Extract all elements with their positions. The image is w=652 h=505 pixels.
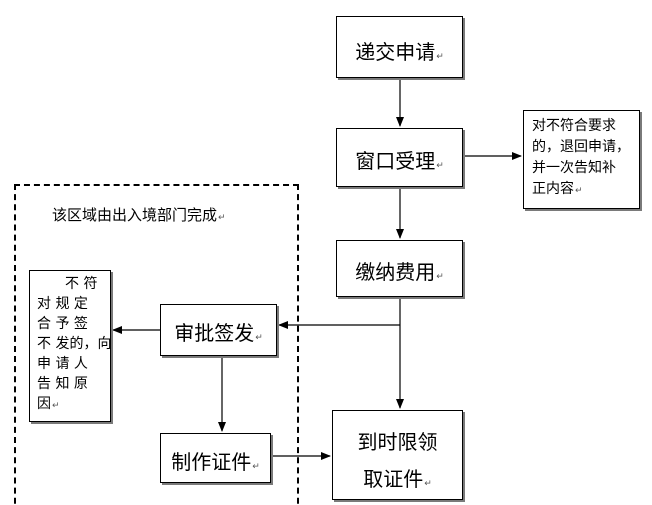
rejection-note-box: 对不符合要求 的，退回申请， 并一次告知补 正内容↵: [523, 110, 640, 209]
make-certificate-box: 制作证件↵: [160, 433, 271, 483]
submit-application-label: 递交申请↵: [355, 40, 444, 64]
window-acceptance-box: 窗口受理↵: [336, 128, 463, 187]
rejection-note-text: 对不符合要求 的，退回申请， 并一次告知补 正内容↵: [532, 118, 630, 197]
approve-issue-box: 审批签发↵: [160, 304, 277, 356]
region-label: 该区域由出入境部门完成↵: [52, 206, 226, 224]
collect-certificate-box: 到时限领 取证件↵: [332, 410, 463, 500]
submit-application-box: 递交申请↵: [336, 16, 463, 78]
make-certificate-label: 制作证件↵: [171, 450, 260, 474]
window-acceptance-label: 窗口受理↵: [355, 149, 444, 173]
collect-certificate-label-line1: 到时限领: [357, 430, 438, 454]
pay-fee-label: 缴纳费用↵: [355, 260, 444, 284]
exit-entry-department-region: [14, 184, 299, 505]
not-approved-note-box: 不 符 对 规 定 合 予 签 不 发的，向 申 请 人 告 知 原 因↵: [29, 270, 111, 422]
collect-certificate-label-line2: 取证件↵: [363, 467, 432, 491]
pay-fee-box: 缴纳费用↵: [336, 240, 463, 297]
approve-issue-label: 审批签发↵: [174, 321, 263, 345]
not-approved-note-text: 不 符 对 规 定 合 予 签 不 发的，向 申 请 人 告 知 原 因↵: [37, 276, 112, 412]
